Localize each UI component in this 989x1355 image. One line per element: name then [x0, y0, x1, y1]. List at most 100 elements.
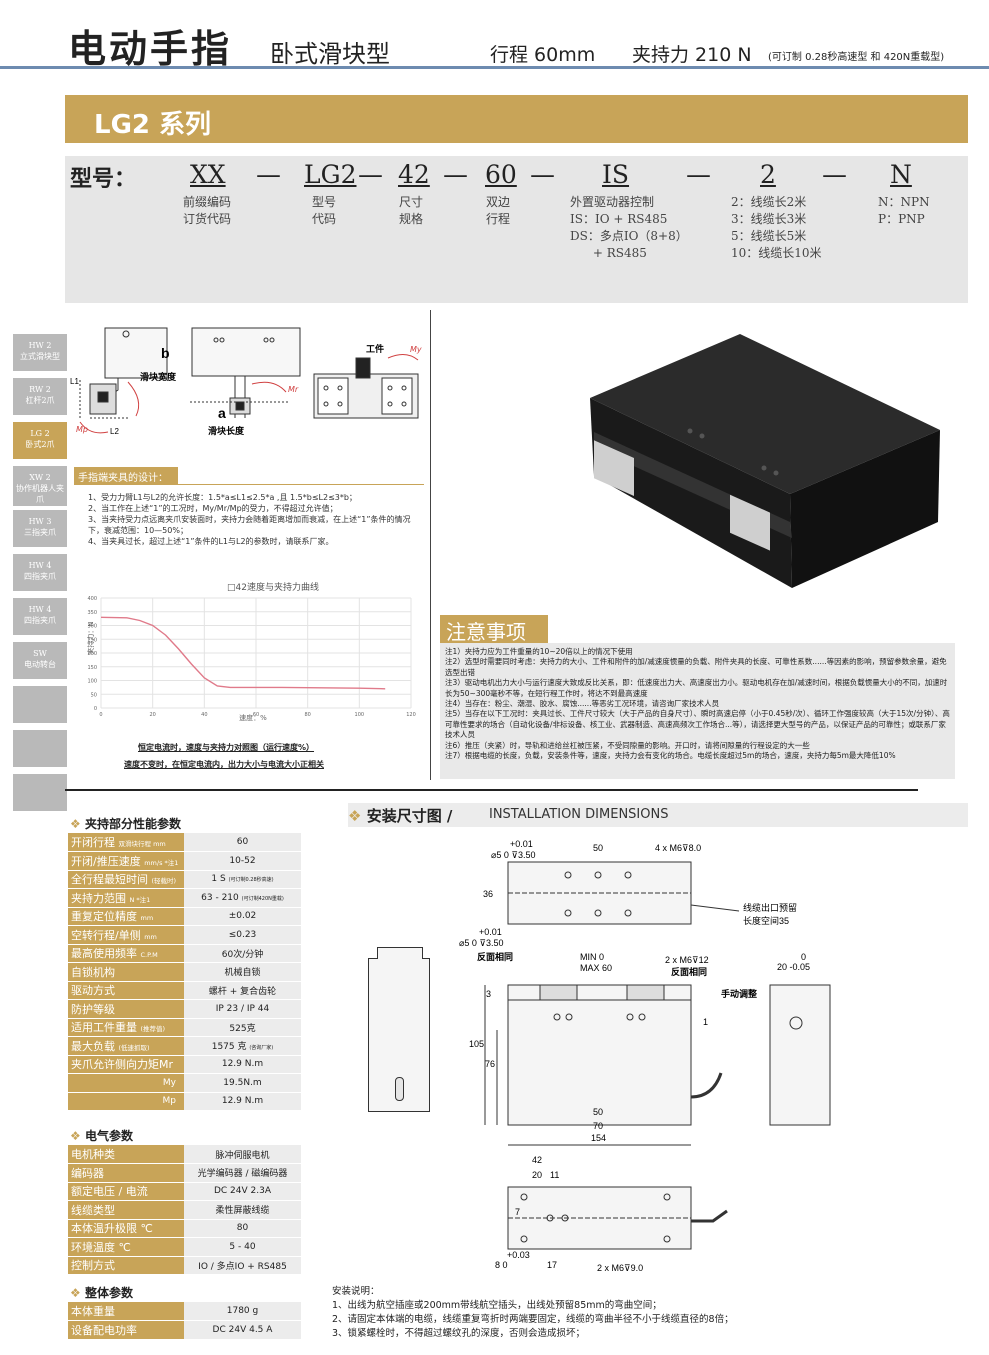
label-my: My	[410, 345, 422, 354]
x-tick-label: 20	[149, 712, 155, 718]
section-divider	[65, 789, 918, 791]
install-notes: 安装说明： 1、出线为航空插座或200mm带线航空插头，出线处预留85mm的弯曲…	[332, 1285, 734, 1341]
design-divider	[74, 484, 424, 485]
design-tag: 手指端夹具的设计：	[74, 467, 178, 484]
sidetab-empty[interactable]	[13, 686, 67, 723]
x-tick-label: 40	[201, 712, 207, 718]
table-row: 电机种类脉冲伺服电机	[68, 1145, 301, 1164]
dim-label: 2 x M6⊽9.0	[597, 1263, 643, 1273]
dim-label: 17	[547, 1260, 557, 1270]
slider-block	[377, 947, 423, 959]
y-tick-label: 300	[87, 624, 97, 630]
notice-item: 注5）当存在以下工况时：夹具过长、工件尺寸较大（大于产品的自身尺寸）、瞬时高速启…	[445, 709, 950, 740]
model-desc-type: 型号代码	[312, 195, 337, 226]
model-dash: —	[822, 160, 847, 189]
label-slider-length: 滑块长度	[208, 425, 245, 437]
page-title: 电动手指	[68, 27, 233, 71]
notice-item: 注1）夹持力应为工件重量的10~20倍以上的情况下使用	[445, 647, 633, 656]
sidetab-empty[interactable]	[13, 730, 67, 767]
design-note: 4、当夹具过长，超过上述“1”条件的L1与L2的参数时，请联系厂家。	[88, 537, 334, 546]
table-row: 线缆类型柔性屏蔽线缆	[68, 1200, 301, 1220]
cable-plug-icon	[395, 1077, 404, 1101]
notice-title: 注意事项	[440, 615, 548, 644]
model-dash: —	[686, 160, 711, 189]
product-image	[590, 334, 940, 588]
x-tick-label: 0	[99, 712, 102, 718]
install-note: 2、请固定本体端的电缆，线缆重复弯折时两端要固定，线缆的弯曲半径不小于线缆直径的…	[332, 1314, 734, 1325]
design-note: 1、受力力臂L1与L2的允许长度：1.5*a≤L1≤2.5*a ,且 1.5*b…	[88, 493, 357, 502]
design-notes: 1、受力力臂L1与L2的允许长度：1.5*a≤L1≤2.5*a ,且 1.5*b…	[88, 492, 413, 547]
table-row: 重复定位精度 mm±0.02	[68, 907, 301, 926]
dim-label: 4 x M6⊽8.0	[655, 843, 701, 853]
dim-label: +0.03	[507, 1250, 530, 1260]
dim-label: ⌀5 0 ⊽3.50	[491, 850, 536, 860]
chart-grid	[100, 597, 412, 709]
model-desc-prefix: 前缀编码订货代码	[183, 195, 232, 226]
front-view-outline	[507, 984, 692, 1126]
model-code-prefix: XX	[190, 160, 226, 189]
right-view-outline	[769, 984, 831, 1126]
diamond-icon: ❖	[70, 1129, 81, 1143]
chart-y-label: 夹持力：N	[86, 621, 95, 654]
dim-label: 7	[515, 1207, 520, 1217]
install-header-bar	[348, 803, 968, 827]
notice-item: 注2）选型时需要同时考虑：夹持力的大小、工件和附件的加/减速度惯量的负载、附件夹…	[445, 657, 947, 677]
chart-caption: 速度不变时，在恒定电流内，出力大小与电流大小正相关	[124, 760, 324, 769]
front-view-drawing	[190, 327, 301, 418]
dim-label: 3	[486, 989, 491, 999]
notice-item: 注4）当存在：粉尘、潮湿、胶水、腐蚀......等恶劣工况环境，请咨询厂家技术人…	[445, 699, 720, 709]
y-tick-label: 350	[87, 610, 97, 616]
header-stroke: 行程 60mm	[490, 44, 596, 66]
model-code-io: N	[890, 160, 912, 189]
x-tick-label: 80	[304, 712, 310, 718]
dim-label: 154	[591, 1133, 606, 1143]
model-code-cable: 2	[760, 160, 776, 189]
dim-label: MIN 0	[580, 952, 604, 962]
chart-series-line	[100, 616, 386, 690]
header-divider	[0, 66, 989, 69]
sidetab-empty[interactable]	[13, 774, 67, 811]
notice-panel	[440, 643, 955, 779]
model-dash: —	[530, 160, 555, 189]
diamond-icon: ❖	[348, 807, 362, 825]
model-code-size: 42	[398, 160, 430, 189]
chart-x-label: 速度：%	[239, 713, 267, 722]
model-code-stroke: 60	[485, 160, 517, 189]
y-tick-label: 200	[87, 651, 97, 657]
dim-label: 11	[550, 1170, 559, 1180]
dim-label: 20	[532, 1170, 542, 1180]
model-desc-size: 尺寸规格	[399, 195, 424, 226]
page-subtitle: 卧式滑块型	[270, 40, 390, 68]
dim-label: 50	[593, 843, 603, 853]
perf-heading: ❖ 夹持部分性能参数	[70, 817, 181, 831]
dim-label: 36	[483, 889, 493, 899]
table-row: 驱动方式螺杆 + 复合齿轮	[68, 981, 301, 1000]
label-mp: Mp	[76, 425, 88, 434]
dim-label: 50	[593, 1107, 603, 1117]
label-slider-width: 滑块宽度	[140, 371, 177, 383]
left-view-outline	[368, 947, 430, 1112]
install-note: 1、出线为航空插座或200mm带线航空插头，出线处预留85mm的弯曲空间；	[332, 1300, 662, 1311]
header-note: (可订制 0.28秒高速型 和 420N重载型)	[768, 52, 945, 63]
